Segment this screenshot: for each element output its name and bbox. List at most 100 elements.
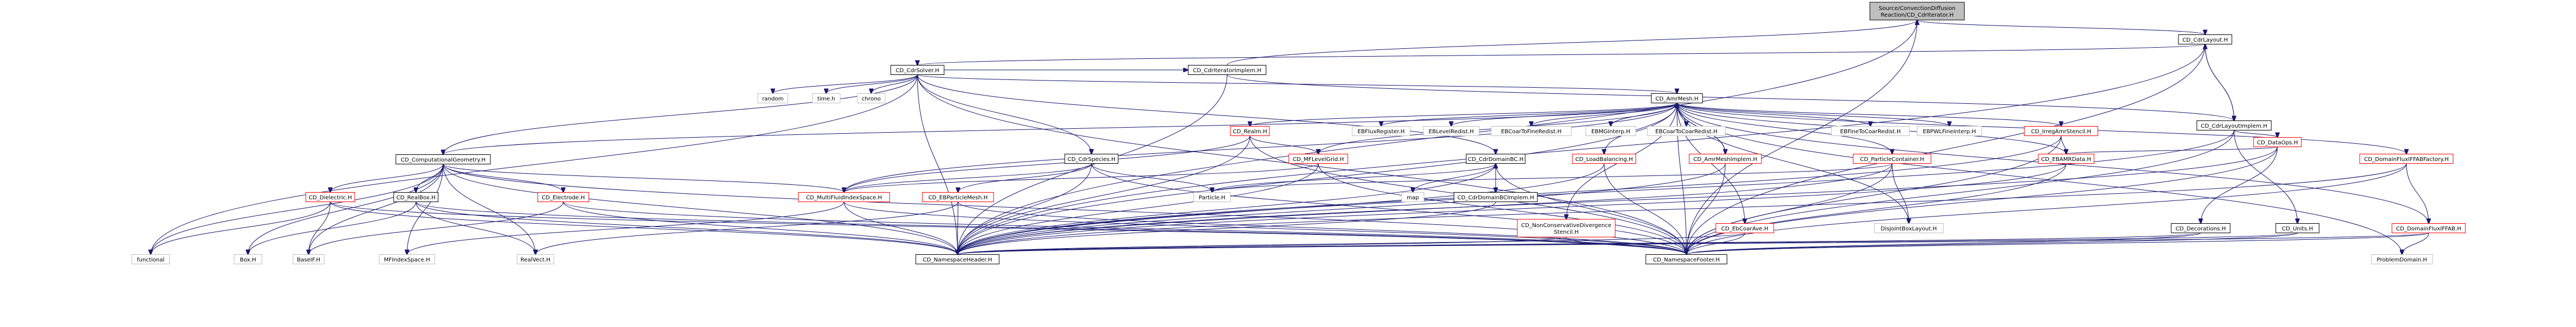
node-cdrlayoutimpl[interactable]: CD_CdrLayoutImplem.H (2196, 120, 2272, 130)
node-mflevelgrid[interactable]: CD_MFLevelGrid.H (1288, 154, 1348, 164)
edge-domainfluxiffab-to-nsfooter (1686, 233, 2429, 255)
node-label: CD_NamespaceHeader.H (923, 257, 992, 263)
edge-compgeom-to-multifluid (443, 164, 844, 193)
node-box (393, 192, 439, 202)
edge-cdrspecies-to-multifluid (844, 163, 1092, 193)
node-loadbalancing[interactable]: CD_LoadBalancing.H (1572, 154, 1636, 164)
node-nsfooter[interactable]: CD_NamespaceFooter.H (1645, 254, 1728, 264)
node-ebcoarave[interactable]: CD_EbCoarAve.H (1715, 223, 1774, 233)
node-label: EBMGInterp.H (1591, 129, 1630, 135)
node-amrmeshimpl[interactable]: CD_AmrMeshImplem.H (1689, 154, 1762, 164)
node-box (1689, 154, 1762, 164)
node-ebparticlemesh[interactable]: CD_EBParticleMesh.H (922, 192, 994, 202)
dependency-edges (151, 20, 2429, 255)
edge-compgeom-to-boxh (248, 164, 444, 255)
node-cdrspecies[interactable]: CD_CdrSpecies.H (1064, 154, 1119, 164)
node-box (1651, 93, 1703, 103)
edge-cdrsolver-to-nsfooter (917, 74, 1686, 255)
node-box (2371, 254, 2433, 264)
node-label: RealVect.H (520, 257, 550, 263)
node-irregamrstencil[interactable]: CD_IrregAmrStencil.H (2024, 126, 2098, 136)
node-domainfluxiffabfactory[interactable]: CD_DomainFluxIFFABFactory.H (2359, 154, 2454, 164)
node-label: CD_AmrMeshImplem.H (1693, 157, 1757, 163)
edge-root-to-nsheader (957, 19, 1918, 255)
node-particleh[interactable]: Particle.H (1193, 192, 1231, 202)
node-electrode[interactable]: CD_Electrode.H (537, 192, 589, 202)
node-realbox[interactable]: CD_RealBox.H (393, 192, 439, 202)
node-multifluid[interactable]: CD_MultiFluidIndexSpace.H (798, 192, 890, 202)
node-chrono[interactable]: chrono (857, 93, 886, 103)
node-box (1715, 223, 1774, 233)
edge-nonconsdiv-to-nsfooter (1566, 237, 1686, 255)
node-box (292, 254, 325, 264)
edge-cdrdomainbc-to-particleh (1212, 163, 1496, 193)
node-cdriterimpl[interactable]: CD_CdrIteratorImplem.H (1188, 65, 1267, 75)
node-label: Source/ConvectionDiffusion (1879, 6, 1955, 12)
node-label: random (762, 96, 784, 102)
node-boxh[interactable]: Box.H (234, 254, 262, 264)
edge-compgeom-to-baseif (309, 164, 444, 255)
node-dielectric[interactable]: CD_Dielectric.H (305, 192, 355, 202)
node-label: CD_EbCoarAve.H (1721, 226, 1769, 232)
edge-amrmesh-to-ebfluxregister (1381, 103, 1677, 127)
node-eblevelredist[interactable]: EBLevelRedist.H (1423, 126, 1480, 136)
edge-mflevelgrid-to-multifluid (844, 163, 1319, 193)
node-ebcoartocoarredist[interactable]: EBCoarToCoarRedist.H (1647, 126, 1726, 136)
node-particlecontainer[interactable]: CD_ParticleContainer.H (1853, 154, 1932, 164)
node-label: CD_DomainFluxIFFAB.H (2396, 226, 2461, 232)
node-box (890, 65, 945, 75)
edge-root-to-cdrlayout (1917, 19, 2205, 35)
node-ebmginterp[interactable]: EBMGInterp.H (1585, 126, 1636, 136)
edge-amrmesh-to-ebfinetocoarredist (1676, 103, 1870, 127)
edge-compgeom-to-dielectric (330, 164, 444, 193)
node-cdrdomainbcimpl[interactable]: CD_CdrDomainBCImplem.H (1453, 192, 1538, 202)
node-box (1917, 126, 1982, 136)
edge-realm-to-mflevelgrid (1249, 135, 1318, 154)
node-label: CD_EBParticleMesh.H (929, 195, 988, 201)
node-label: CD_CdrIteratorImplem.H (1193, 68, 1262, 74)
node-label: Stencil.H (1554, 229, 1579, 235)
node-dataops[interactable]: CD_DataOps.H (2253, 137, 2302, 147)
node-box (1230, 126, 1270, 136)
edge-particlecontainer-to-disjointbox (1892, 163, 1909, 224)
node-realm[interactable]: CD_Realm.H (1230, 126, 1270, 136)
edge-domainfluxiffabfactory-to-nsheader (957, 163, 2407, 255)
node-cdrsolver[interactable]: CD_CdrSolver.H (890, 65, 945, 75)
node-disjointbox[interactable]: DisjointBoxLayout.H (1874, 223, 1944, 233)
node-functional[interactable]: functional (131, 254, 170, 264)
edge-mflevelgrid-to-nsheader (957, 163, 1319, 255)
node-compgeom[interactable]: CD_ComputationalGeometry.H (395, 154, 491, 164)
node-root[interactable]: Source/ConvectionDiffusionReaction/CD_Cd… (1869, 2, 1965, 21)
node-label: EBFluxRegister.H (1358, 129, 1405, 135)
node-units[interactable]: CD_Units.H (2275, 223, 2320, 233)
edge-dielectric-to-nsfooter (330, 202, 1686, 255)
node-timeh[interactable]: time.h (812, 93, 841, 103)
node-ebamrdata[interactable]: CD_EBAMRData.H (2038, 154, 2094, 164)
node-random[interactable]: random (757, 93, 788, 103)
node-box (1491, 126, 1572, 136)
node-amrmesh[interactable]: CD_AmrMesh.H (1651, 93, 1703, 103)
node-ebfluxregister[interactable]: EBFluxRegister.H (1352, 126, 1411, 136)
edge-domainfluxiffabfactory-to-nsfooter (1686, 163, 2407, 255)
node-box (915, 254, 1000, 264)
node-nsheader[interactable]: CD_NamespaceHeader.H (915, 254, 1000, 264)
node-box (2391, 223, 2466, 233)
node-domainfluxiffab[interactable]: CD_DomainFluxIFFAB.H (2391, 223, 2466, 233)
node-mfindexspace[interactable]: MFIndexSpace.H (379, 254, 435, 264)
node-map[interactable]: map (1401, 192, 1425, 202)
node-baseif[interactable]: BaseIF.H (292, 254, 325, 264)
node-ebfinetocoarredist[interactable]: EBFineToCoarRedist.H (1831, 126, 1910, 136)
node-cdrlayout[interactable]: CD_CdrLayout.H (2178, 34, 2232, 44)
node-ebcoartofineredist[interactable]: EBCoarToFineRedist.H (1491, 126, 1572, 136)
edge-ebamrdata-to-nsheader (957, 163, 2067, 255)
edge-cdriterimpl-to-root (1227, 20, 1917, 66)
node-ebpwlfineinterp[interactable]: EBPWLFineInterp.H (1917, 126, 1982, 136)
node-box (1645, 254, 1728, 264)
node-decorations[interactable]: CD_Decorations.H (2171, 223, 2231, 233)
node-box (2253, 137, 2302, 147)
edge-nonconsdiv-to-nsheader (957, 237, 1567, 255)
node-realvect[interactable]: RealVect.H (517, 254, 554, 264)
node-problemdomain[interactable]: ProblemDomain.H (2371, 254, 2433, 264)
node-cdrdomainbc[interactable]: CD_CdrDomainBC.H (1466, 154, 1526, 164)
